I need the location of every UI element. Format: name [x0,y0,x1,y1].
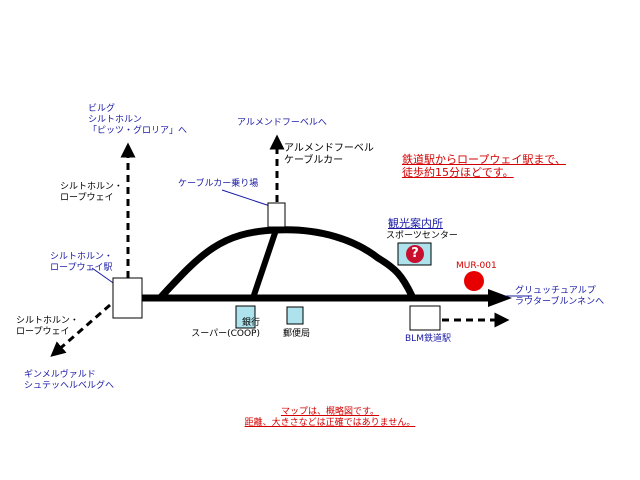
cable-car-station-box [267,202,286,228]
loop-road [156,226,416,302]
label-gimmelwald-dest: ギンメルヴァルド シュテッヘルベルグへ [24,370,115,391]
label-tourist-info: 観光案内所 [388,217,443,230]
post-office-building [286,306,304,325]
label-allmend-cable: アルメンドフーベル ケーブルカー [284,143,374,166]
label-allmend-dest: アルメンドフーベルへ [237,118,327,128]
label-post-office: 郵便局 [283,329,311,339]
blm-station-box [409,305,441,331]
label-schilthorn-ropeway-upper: シルトホルン・ ロープウェイ [60,182,123,203]
note-walk-time: 鉄道駅からロープウェイ駅まで、 徒歩約15分ほどです。 [402,153,566,179]
note-disclaimer: マップは、概略図です。 距離、大きさなどは正確ではありません。 [244,407,416,428]
label-mur-code: MUR-001 [456,261,497,271]
bank-building [235,305,256,329]
label-bank-coop: 銀行 スーパー(COOP) [191,318,260,339]
label-north-west-dest: ビルグ シルトホルン 「ピッツ・グロリア」へ [88,104,188,136]
connector-road [250,229,279,299]
mur-marker [464,271,484,291]
schilthorn-ropeway-station-box [112,277,143,319]
label-blm-station: BLM鉄道駅 [405,334,451,344]
main-road-arrowhead [488,289,512,307]
label-grutsch-dest: グリュッチュアルプ ラウターブルンネンへ [515,286,605,307]
label-sports-center: スポーツセンター [386,231,458,241]
leader-cable-station [221,189,271,207]
label-cable-station: ケーブルカー乗り場 [178,179,259,189]
label-schilthorn-ropeway-station: シルトホルン・ ロープウェイ駅 [50,252,113,273]
info-question-icon: ? [406,245,424,263]
label-schilthorn-ropeway-lower: シルトホルン・ ロープウェイ [16,316,79,337]
